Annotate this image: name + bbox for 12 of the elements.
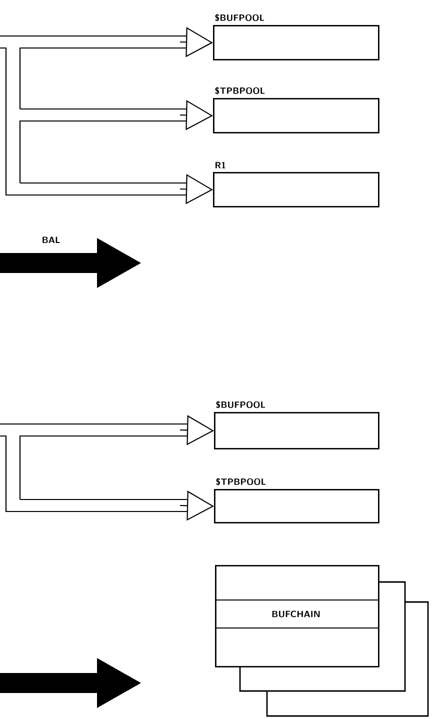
node-label: R1	[216, 162, 226, 168]
labeled-box: $BUFPOOL	[213, 14, 380, 60]
labeled-box: $TPBPOOL	[214, 478, 380, 524]
node-label: $BUFPOOL	[215, 14, 264, 22]
labeled-box: $BUFPOOL	[214, 401, 380, 450]
labeled-box: $TPBPOOL	[213, 87, 380, 134]
node-label: $BUFPOOL	[216, 401, 266, 408]
node-label: $TPBPOOL	[215, 87, 265, 94]
node-label: $TPBPOOL	[216, 478, 266, 486]
stacked-boxes: BUFCHAIN	[214, 565, 429, 717]
labeled-box: R1	[213, 162, 380, 208]
arrow-label: BAL	[42, 236, 60, 243]
